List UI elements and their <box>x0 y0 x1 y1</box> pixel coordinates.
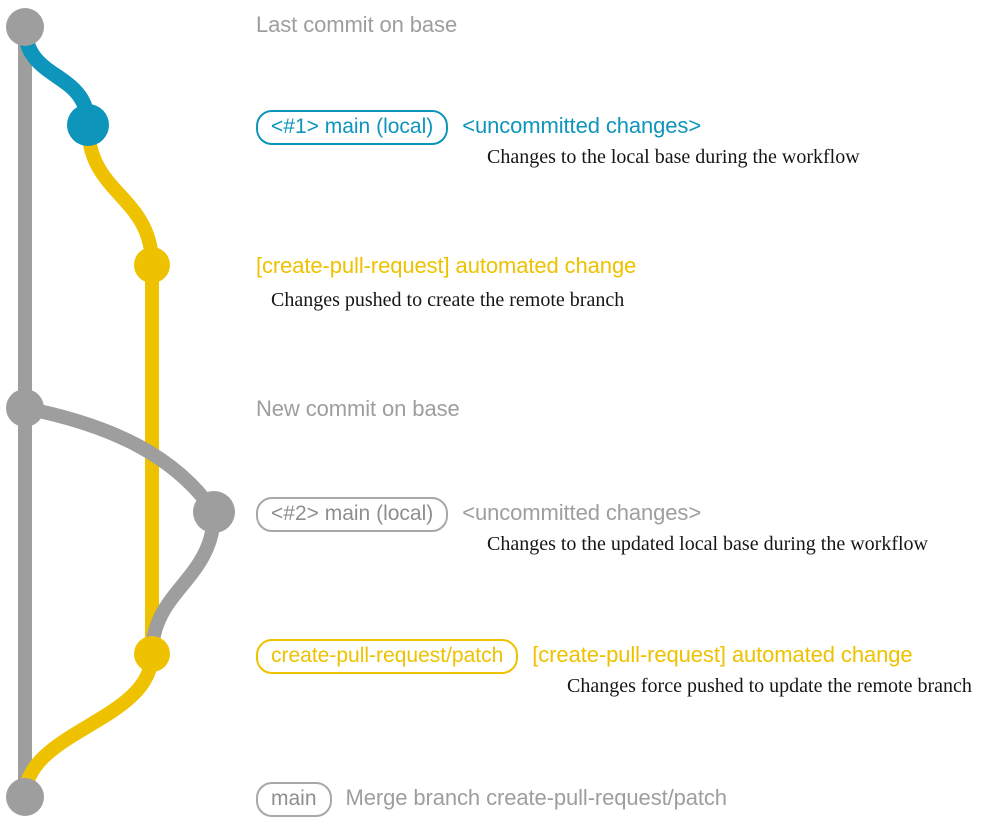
commit-node-new-commit-on-base[interactable] <box>6 389 44 427</box>
row-last-commit-on-base: Last commit on base <box>256 12 457 38</box>
commit-subject: Last commit on base <box>256 12 458 37</box>
commit-subject: [create-pull-request] automated change <box>256 253 637 278</box>
commit-node-merge[interactable] <box>6 778 44 816</box>
ref-badge-main-local-1[interactable]: <#1> main (local) <box>256 110 449 146</box>
row-merge-commit: main Merge branch create-pull-request/pa… <box>256 782 728 818</box>
commit-subject: Merge branch create-pull-request/patch <box>345 785 728 810</box>
edge-local1-to-remote1 <box>81 118 159 272</box>
ref-badge-create-pull-request-patch[interactable]: create-pull-request/patch <box>256 639 519 675</box>
row-remote-commit-1: [create-pull-request] automated change <box>256 253 636 279</box>
commit-node-remote-1[interactable] <box>134 247 170 283</box>
ref-badge-main[interactable]: main <box>256 782 332 818</box>
ref-badge-main-local-2[interactable]: <#2> main (local) <box>256 497 449 533</box>
commit-node-remote-2[interactable] <box>134 636 170 672</box>
row-local-commit-1: <#1> main (local) <uncommitted changes> <box>256 110 702 146</box>
commit-subject: <uncommitted changes> <box>462 500 702 525</box>
row-remote-commit-2: create-pull-request/patch [create-pull-r… <box>256 639 913 675</box>
commit-node-last-commit-on-base[interactable] <box>6 8 44 46</box>
edge-base2-to-merge <box>18 401 221 519</box>
commit-node-local-2[interactable] <box>193 491 235 533</box>
commit-description-local-1: Changes to the local base during the wor… <box>487 146 860 168</box>
commit-subject: <uncommitted changes> <box>462 113 702 138</box>
row-new-commit-on-base: New commit on base <box>256 396 460 422</box>
commit-description-local-2: Changes to the updated local base during… <box>487 533 928 555</box>
commit-node-local-1[interactable] <box>67 104 109 146</box>
commit-subject: New commit on base <box>256 396 460 421</box>
commit-description-remote-2: Changes force pushed to update the remot… <box>567 675 972 697</box>
row-local-commit-2: <#2> main (local) <uncommitted changes> <box>256 497 702 533</box>
commit-subject: [create-pull-request] automated change <box>532 642 913 667</box>
edge-merge-to-remote2 <box>145 505 221 661</box>
commit-description-remote-1: Changes pushed to create the remote bran… <box>271 289 625 311</box>
edge-remote2-to-merge-commit <box>18 647 159 804</box>
